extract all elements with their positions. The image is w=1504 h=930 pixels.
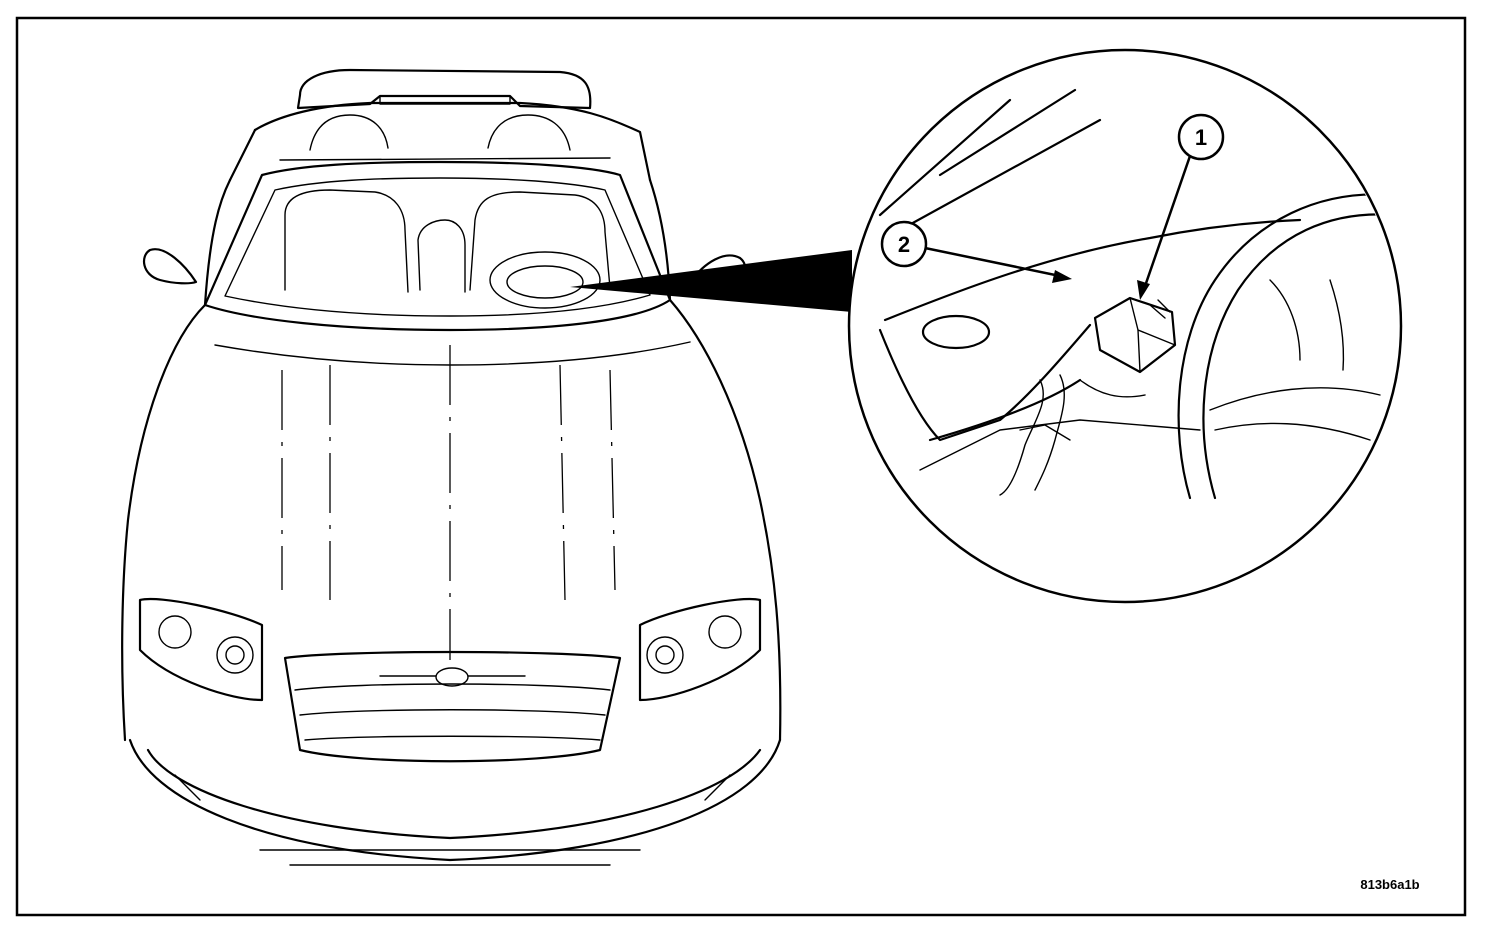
figure-id: 813b6a1b	[1360, 877, 1419, 892]
callout-1-arrowhead	[1137, 280, 1150, 300]
callout-2-leader	[924, 246, 1061, 278]
vehicle-overview	[121, 68, 782, 866]
callout-1-number: 1	[1195, 125, 1207, 150]
callout-2-arrowhead	[1052, 270, 1072, 283]
callout-1: 1	[1177, 113, 1225, 161]
callout-2-number: 2	[898, 232, 910, 257]
callout-2: 2	[880, 220, 928, 268]
callout-1-leader	[1141, 155, 1192, 293]
detail-view	[847, 48, 1403, 604]
detail-pointer	[570, 250, 852, 312]
figure-border	[15, 16, 1467, 917]
